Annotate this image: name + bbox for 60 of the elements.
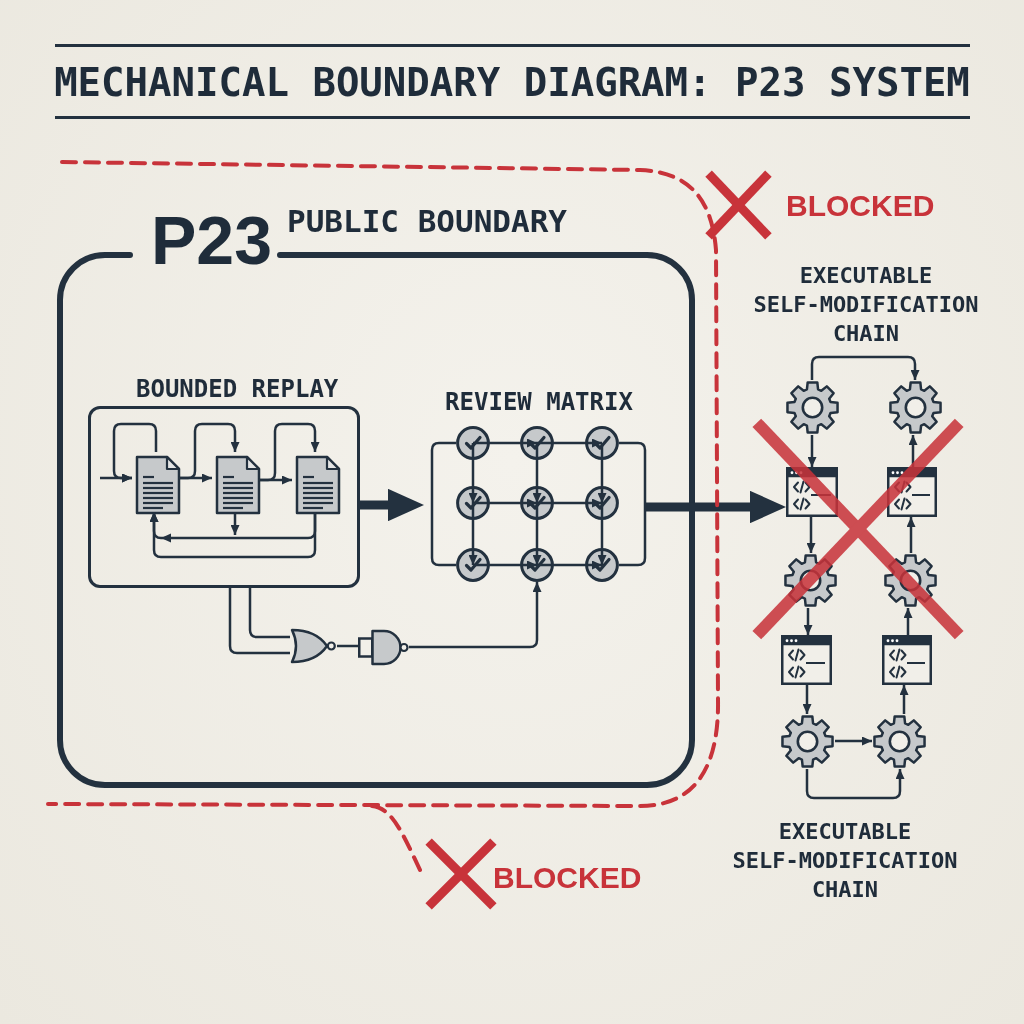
- arrow: [597, 443, 607, 503]
- arrow: [903, 608, 913, 635]
- arrow: [409, 582, 542, 649]
- section-label: REVIEW MATRIX: [445, 388, 633, 416]
- arrow: [468, 443, 478, 503]
- arrow: [473, 560, 537, 570]
- arrow: [597, 503, 607, 565]
- arrow: [807, 435, 817, 467]
- arrow: [473, 498, 537, 508]
- connector-line: [248, 588, 290, 639]
- nand-gate-symbol: [358, 629, 409, 666]
- arrow: [537, 560, 602, 570]
- chain-caption: EXECUTABLE SELF-MODIFICATION CHAIN: [752, 262, 980, 348]
- arrow: [473, 438, 537, 448]
- arrow: [532, 503, 542, 565]
- arrow: [149, 512, 317, 559]
- arrow: [899, 685, 909, 714]
- boundary-title: P23: [151, 206, 272, 274]
- check-circle-icon: [456, 548, 490, 582]
- document-icon: [215, 455, 261, 515]
- boundary-subtitle: PUBLIC BOUNDARY: [287, 203, 567, 239]
- arrow: [802, 685, 812, 714]
- arrow: [810, 355, 920, 380]
- arrow: [468, 503, 478, 565]
- arrow: [258, 422, 320, 482]
- arrow: [806, 517, 816, 553]
- arrow: [537, 498, 602, 508]
- arrow: [230, 512, 240, 535]
- gear-icon: [872, 714, 927, 769]
- check-circle-icon: [585, 426, 619, 460]
- arrow: [537, 438, 602, 448]
- gear-icon: [780, 714, 835, 769]
- document-icon: [135, 455, 181, 515]
- connector-line: [228, 588, 290, 655]
- connector-line: [619, 441, 647, 567]
- code-window-icon: [882, 635, 932, 685]
- section-label: BOUNDED REPLAY: [136, 375, 339, 403]
- document-icon: [295, 455, 341, 515]
- arrow: [112, 422, 158, 483]
- nor-gate-symbol: [290, 628, 337, 664]
- code-window-icon: [781, 635, 832, 685]
- check-circle-icon: [456, 426, 490, 460]
- chain-caption: EXECUTABLE SELF-MODIFICATION CHAIN: [731, 818, 959, 904]
- gear-icon: [888, 380, 943, 435]
- arrow: [906, 517, 916, 553]
- diagram-title: MECHANICAL BOUNDARY DIAGRAM: P23 SYSTEM: [53, 60, 971, 106]
- connector-line: [430, 441, 456, 567]
- arrow: [803, 608, 813, 635]
- arrow: [805, 769, 905, 800]
- status-label: BLOCKED: [493, 861, 642, 895]
- status-label: BLOCKED: [786, 189, 935, 223]
- arrow: [645, 490, 786, 524]
- gear-icon: [783, 553, 838, 608]
- arrow: [360, 488, 424, 522]
- connector-line: [337, 644, 358, 648]
- gear-icon: [785, 380, 840, 435]
- gear-icon: [883, 553, 938, 608]
- arrow: [532, 443, 542, 503]
- arrow: [178, 422, 240, 480]
- arrow: [835, 736, 872, 746]
